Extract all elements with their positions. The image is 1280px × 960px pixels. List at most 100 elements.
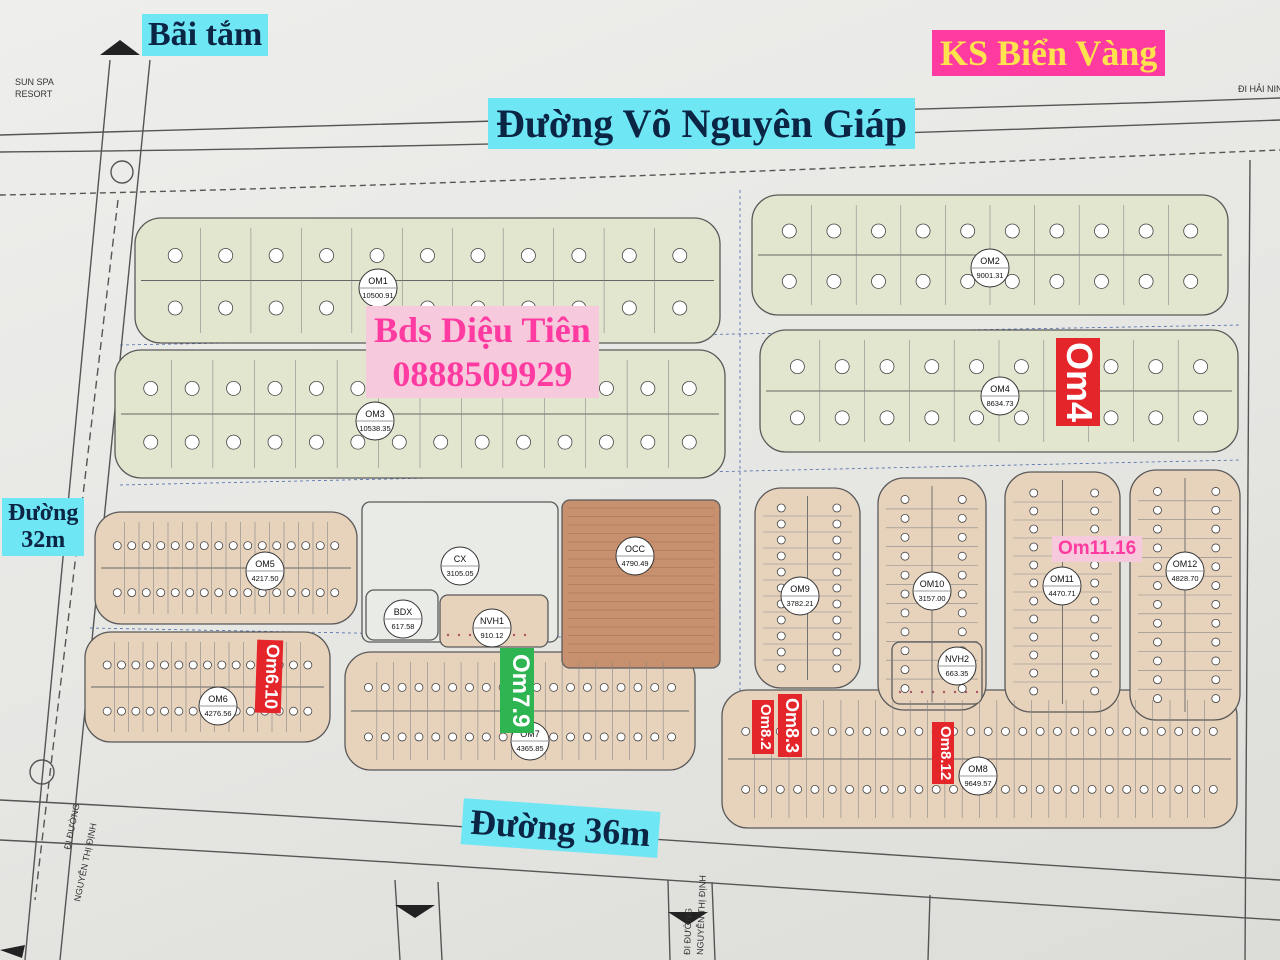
tag-om4: Om4 bbox=[1056, 338, 1100, 427]
lot-marker bbox=[1090, 524, 1100, 534]
lot-marker bbox=[1053, 727, 1062, 736]
lot-marker bbox=[621, 248, 637, 263]
road-edge bbox=[0, 149, 1280, 196]
lot-marker bbox=[433, 434, 449, 450]
block-code: OM9 bbox=[790, 584, 810, 594]
lot-marker bbox=[309, 434, 324, 450]
lot-marker bbox=[862, 784, 872, 794]
lot-marker bbox=[960, 273, 976, 289]
tag-om8-3: Om8.3 bbox=[778, 694, 802, 758]
lot-marker bbox=[790, 410, 805, 426]
hai-ninh-label: ĐI HẢI NINH bbox=[1238, 83, 1280, 94]
road-edge bbox=[0, 839, 1280, 921]
lot-marker bbox=[949, 784, 958, 794]
lot-marker bbox=[1018, 727, 1028, 736]
block-area: 4790.49 bbox=[621, 559, 648, 568]
lot-marker bbox=[1211, 637, 1221, 647]
lot-marker bbox=[776, 519, 786, 529]
lot-marker bbox=[914, 727, 924, 736]
lot-marker bbox=[1153, 618, 1162, 628]
road-edge bbox=[711, 881, 716, 960]
lot-marker bbox=[900, 551, 910, 561]
block-area: 9649.57 bbox=[964, 779, 991, 788]
broker-name: Bds Diệu Tiên bbox=[374, 310, 591, 350]
lot-marker bbox=[633, 683, 643, 692]
lot-marker bbox=[1211, 675, 1221, 685]
lot-marker bbox=[924, 410, 940, 426]
lot-marker bbox=[832, 583, 842, 593]
lot-marker bbox=[185, 541, 195, 550]
lot-marker bbox=[1035, 727, 1045, 736]
block-area: 663.35 bbox=[946, 669, 969, 678]
lot-marker bbox=[117, 660, 126, 670]
lot-marker bbox=[303, 660, 313, 670]
lot-marker bbox=[741, 784, 751, 794]
nguyen-thi-dinh-label-2: NGUYỄN THỊ ĐỊNH bbox=[694, 875, 708, 955]
lot-marker bbox=[465, 683, 474, 692]
arrow-left-icon bbox=[0, 945, 25, 958]
lot-marker bbox=[549, 732, 559, 742]
tag-om8-2: Om8.2 bbox=[752, 700, 774, 754]
road-32m-label: Đường 32m bbox=[2, 498, 85, 556]
lot-marker bbox=[1004, 273, 1020, 289]
block-code: OM5 bbox=[255, 559, 275, 569]
lot-marker bbox=[127, 588, 137, 598]
lot-marker bbox=[862, 727, 872, 736]
block-area: 4276.56 bbox=[204, 709, 231, 718]
lot-marker bbox=[741, 727, 751, 736]
lot-marker bbox=[832, 519, 842, 529]
lot-marker bbox=[217, 660, 227, 670]
lot-marker bbox=[167, 248, 183, 263]
lot-marker bbox=[793, 784, 803, 794]
lot-marker bbox=[871, 273, 886, 289]
lot-marker bbox=[330, 541, 340, 550]
lot-marker bbox=[667, 683, 676, 692]
lot-marker bbox=[218, 300, 234, 316]
block-area: 3782.21 bbox=[786, 599, 813, 608]
arrow-down-icon bbox=[395, 905, 435, 918]
lot-marker bbox=[448, 683, 458, 692]
lot-marker bbox=[957, 532, 967, 542]
lot-marker bbox=[1208, 727, 1218, 736]
lot-marker bbox=[1153, 543, 1162, 553]
road-edge bbox=[927, 894, 931, 960]
lot-marker bbox=[1211, 524, 1221, 534]
lot-marker bbox=[1001, 727, 1010, 736]
lot-marker bbox=[1211, 487, 1221, 496]
lot-marker bbox=[969, 359, 984, 375]
lot-marker bbox=[141, 541, 151, 550]
lot-marker bbox=[1090, 560, 1100, 570]
lot-marker bbox=[243, 541, 253, 550]
arrow-up-icon bbox=[100, 40, 140, 55]
lot-marker bbox=[391, 434, 407, 450]
tag-om8-12: Om8.12 bbox=[932, 722, 954, 785]
lot-marker bbox=[1193, 410, 1208, 426]
lot-marker bbox=[145, 706, 155, 716]
lot-marker bbox=[957, 551, 967, 561]
block-area: 10500.91 bbox=[362, 291, 393, 300]
lot-marker bbox=[900, 684, 910, 693]
block-code: BDX bbox=[394, 607, 413, 617]
lot-marker bbox=[1139, 727, 1149, 736]
lot-marker bbox=[832, 615, 842, 625]
lot-marker bbox=[1153, 675, 1162, 685]
block-code: OM2 bbox=[980, 256, 1000, 266]
lot-marker bbox=[102, 706, 112, 716]
lot-marker bbox=[776, 551, 786, 561]
lot-marker bbox=[1211, 562, 1221, 572]
block-code: OM11 bbox=[1050, 574, 1074, 584]
lot-marker bbox=[448, 732, 458, 742]
lot-marker bbox=[1156, 727, 1166, 736]
lot-marker bbox=[900, 608, 910, 618]
lot-marker bbox=[364, 683, 373, 692]
lot-marker bbox=[834, 359, 850, 375]
lot-marker bbox=[1211, 543, 1221, 553]
block-area: 4217.50 bbox=[251, 574, 278, 583]
block-area: 617.58 bbox=[392, 622, 415, 631]
lot-marker bbox=[776, 535, 786, 545]
lot-marker bbox=[826, 273, 842, 289]
lot-marker bbox=[845, 784, 854, 794]
lot-marker bbox=[616, 732, 626, 742]
lot-marker bbox=[257, 541, 267, 550]
lot-marker bbox=[810, 727, 820, 736]
